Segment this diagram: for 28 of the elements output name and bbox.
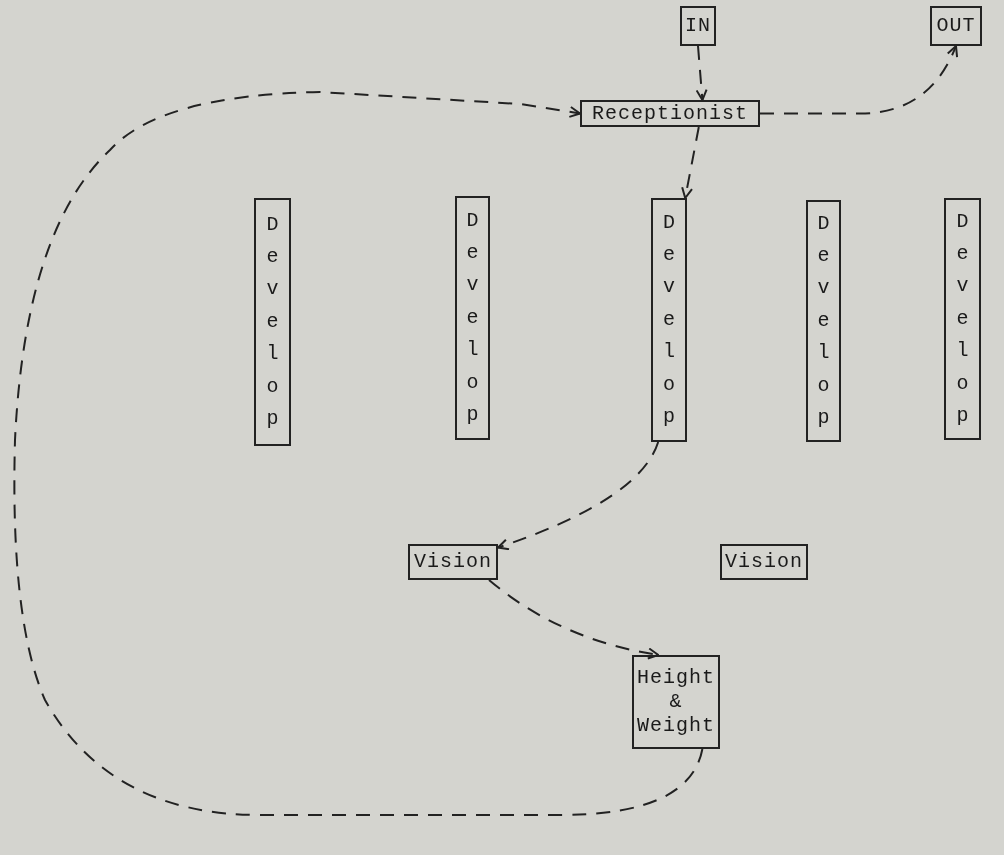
vertical-station-box [944, 198, 981, 440]
station-label: Develop [816, 210, 831, 431]
station-label: Develop [465, 207, 480, 428]
dashed-arrow [488, 579, 660, 660]
station-label: Develop [955, 208, 970, 429]
station-box [632, 655, 720, 749]
station-box [930, 6, 982, 46]
station-box [680, 6, 716, 46]
vertical-station-box [806, 200, 841, 442]
vertical-station-box [651, 198, 687, 442]
dashed-arrow [695, 45, 708, 101]
dashed-arrow [681, 126, 700, 199]
vertical-station-box [455, 196, 490, 440]
station-box [580, 100, 760, 127]
dashed-arrow [13, 91, 704, 816]
station-box [720, 544, 808, 580]
station-label: Vision [414, 550, 492, 574]
station-label: Height & Weight [636, 666, 716, 738]
station-label: Receptionist [592, 101, 748, 126]
dashed-arrow [759, 45, 958, 115]
dashed-arrow [497, 441, 660, 550]
station-label: IN [685, 14, 711, 38]
station-box [408, 544, 498, 580]
station-label: OUT [936, 14, 976, 38]
station-label: Vision [725, 550, 803, 574]
station-label: Develop [265, 211, 280, 432]
station-label: Develop [662, 209, 676, 430]
vertical-station-box [254, 198, 291, 446]
